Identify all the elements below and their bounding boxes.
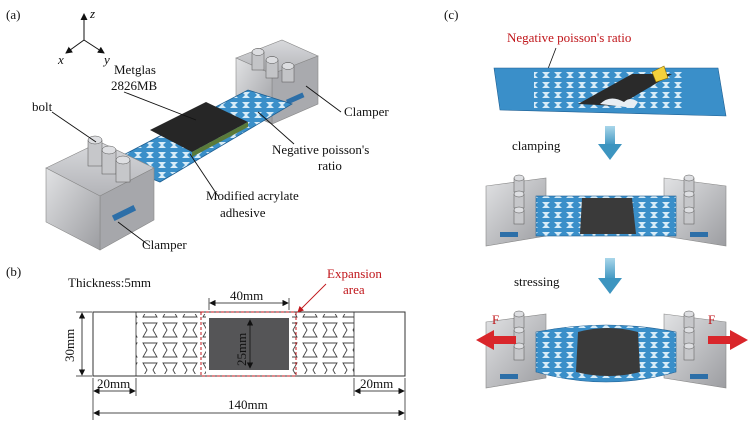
y-axis [83,39,105,54]
npr-label-1: Negative poisson's [272,142,369,157]
panel-a: (a) z x y [6,6,389,252]
clamper-right-leader [305,85,342,113]
lattice-left-b [136,314,206,374]
step-arrow-2-shaft [605,258,615,280]
expansion-pointer [297,283,327,313]
force-arrow-left [476,330,516,350]
step-clamping-label: clamping [512,138,561,153]
step-arrow-1-shaft [605,126,615,146]
metglas-label-2: 2826MB [111,78,158,93]
metglas-leader [123,91,197,121]
clamped-assembly [485,174,727,247]
nut-icon [651,65,669,83]
bolt-leader [51,111,97,143]
bolt-label: bolt [32,99,53,114]
step-arrow-2-head [598,278,622,294]
panel-c-label: (c) [444,7,458,22]
adhesive-label-2: adhesive [220,205,266,220]
adhesive-blob [600,98,638,108]
panel-a-label: (a) [6,7,20,22]
npr-label-2: ratio [318,158,342,173]
dim-40-label: 40mm [230,288,263,303]
axes-triad: z x y [57,6,110,67]
clamper-left-leader [117,221,151,247]
panel-c: (c) Negative poisson's ratio clamping [444,7,748,389]
x-axis-label: x [57,52,64,67]
x-axis [65,39,85,54]
metglas-label-1: Metglas [114,62,156,77]
adhesive-layer [192,122,248,157]
adhesive-label-1: Modified acrylate [206,188,299,203]
step-arrow-1-head [598,144,622,160]
force-left-label: F [492,312,499,327]
stressed-assembly [485,310,727,389]
expansion-label-2: area [343,282,365,297]
npr-leader [257,111,295,145]
clamper-left-block [45,135,155,251]
dim-140-label: 140mm [228,397,268,412]
force-arrow-right [708,330,748,350]
clamper-right-label: Clamper [344,104,389,119]
metglas-sheet-peeling [578,74,672,106]
npr-title-c: Negative poisson's ratio [507,30,631,45]
metglas-plate-b [209,318,289,370]
expansion-area-box [200,311,297,377]
dim-25-label: 25mm [234,333,249,366]
clamper-left-label: Clamper [142,237,187,252]
metglas-plate-a [150,102,248,152]
step-stressing-label: stressing [514,274,560,289]
lattice-right-b [292,314,354,374]
dim-20-left-label: 20mm [97,376,130,391]
expansion-label-1: Expansion [327,266,382,281]
z-axis-label: z [89,6,95,21]
dim-30-label: 30mm [62,329,77,362]
thickness-label: Thickness:5mm [68,275,151,290]
y-axis-label: y [102,52,110,67]
dim-20-right-label: 20mm [360,376,393,391]
panel-b: (b) Thickness:5mm Expansion area 40mm 30… [6,264,406,420]
panel-b-label: (b) [6,264,21,279]
adhesive-leader [189,153,219,197]
force-right-label: F [708,312,715,327]
